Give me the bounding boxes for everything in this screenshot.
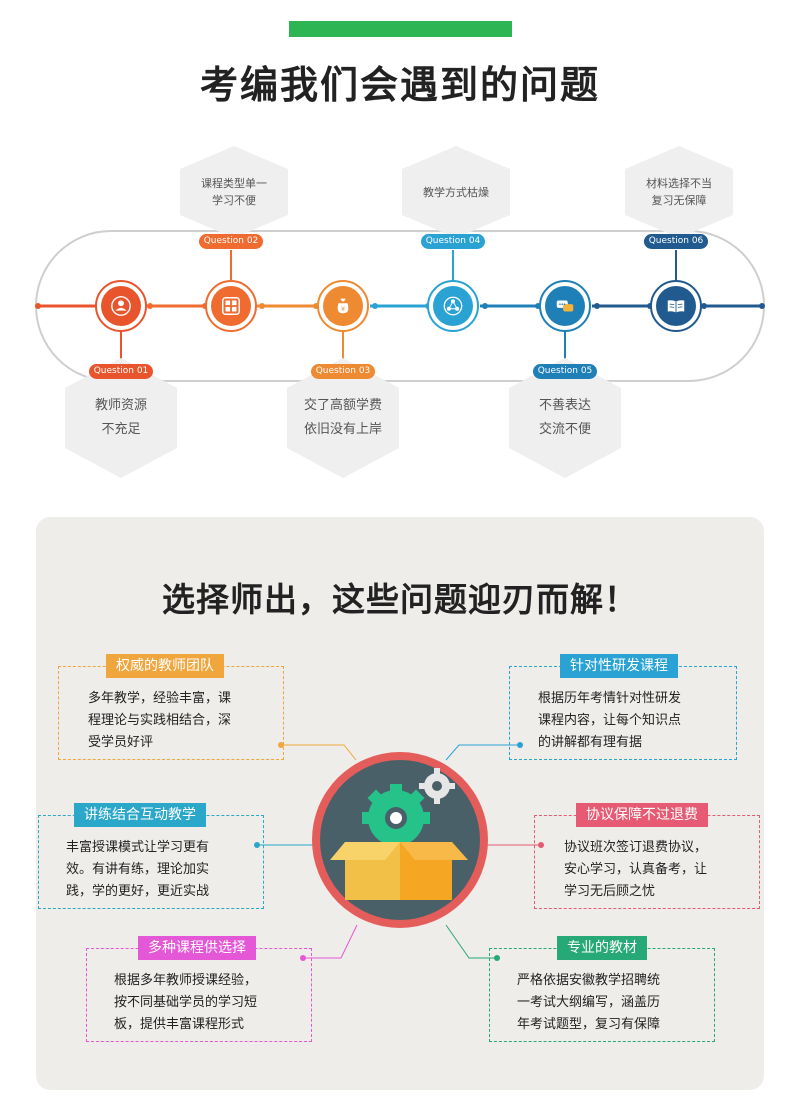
question-01-badge: Question 01	[89, 364, 153, 379]
card-teacher-team-title: 权威的教师团队	[106, 654, 224, 678]
card-professional-materials-body: 严格依据安徽教学招聘统 一考试大纲编写，涵盖历 年考试题型，复习有保障	[517, 973, 661, 1032]
chat-bubbles-icon	[545, 286, 585, 326]
teacher-icon	[101, 286, 141, 326]
question-05-text: 不善表达 交流不便	[538, 398, 591, 437]
question-02-badge: Question 02	[199, 234, 263, 249]
question-01-text: 教师资源 不充足	[94, 398, 147, 437]
open-book-icon	[656, 286, 696, 326]
card-targeted-courses-body: 根据历年考情针对性研发 课程内容，让每个知识点 的讲解都有理有据	[538, 691, 682, 750]
grid-icon	[211, 286, 251, 326]
card-refund-guarantee-title: 协议保障不过退费	[576, 803, 708, 827]
question-03-text: 交了高额学费 依旧没有上岸	[303, 398, 382, 437]
question-02-node	[204, 279, 258, 333]
question-06-badge: Question 06	[644, 234, 708, 249]
question-04-badge: Question 04	[421, 234, 485, 249]
question-01-node	[94, 279, 148, 333]
money-bag-icon: ¥	[323, 286, 363, 326]
page-title: 考编我们会遇到的问题	[199, 62, 600, 107]
card-course-options-body: 根据多年教师授课经验， 按不同基础学员的学习短 板，提供丰富课程形式	[114, 973, 258, 1032]
question-06-text: 材料选择不当 复习无保障	[646, 177, 712, 207]
card-targeted-courses-title: 针对性研发课程	[560, 654, 678, 678]
card-teacher-team-body: 多年教学，经验丰富，课 程理论与实践相结合，深 受学员好评	[88, 691, 232, 750]
solutions-title: 选择师出，这些问题迎刃而解！	[162, 580, 638, 619]
question-05-node	[538, 279, 592, 333]
question-04-node	[426, 279, 480, 333]
card-refund-guarantee-body: 协议班次签订退费协议， 安心学习，认真备考，让 学习无后顾之忧	[564, 840, 708, 899]
card-interactive-teaching-body: 丰富授课模式让学习更有 效。有讲有练，理论加实 践，学的更好，更近实战	[66, 840, 210, 899]
card-professional-materials-title: 专业的教材	[557, 936, 647, 960]
question-05-badge: Question 05	[533, 364, 597, 379]
top-accent-bar	[289, 21, 512, 37]
question-06-node	[649, 279, 703, 333]
card-interactive-teaching-title: 讲练结合互动教学	[74, 803, 206, 827]
question-03-badge: Question 03	[311, 364, 375, 379]
card-course-options-title: 多种课程供选择	[138, 936, 256, 960]
question-04-text: 教学方式枯燥	[423, 185, 489, 199]
gear-box-icon	[312, 752, 488, 928]
svg-text:¥: ¥	[341, 305, 345, 313]
question-03-node: ¥	[316, 279, 370, 333]
share-network-icon	[433, 286, 473, 326]
question-02-text: 课程类型单一 学习不便	[201, 177, 267, 207]
